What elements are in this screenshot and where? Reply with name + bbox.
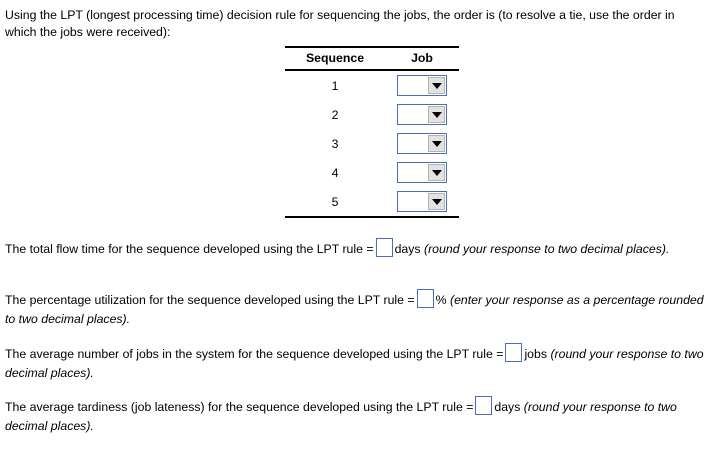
question-unit: days	[494, 400, 521, 414]
question-note: (round your response to two decimal plac…	[423, 242, 670, 256]
question-block-percentage-utilization: The percentage utilization for the seque…	[5, 289, 706, 329]
dropdown-button[interactable]	[428, 193, 445, 210]
job-dropdown-cell	[385, 100, 459, 129]
dropdown-button[interactable]	[428, 106, 445, 123]
job-dropdown-2[interactable]	[397, 104, 447, 125]
table-row: 1	[285, 70, 459, 100]
table-row: 4	[285, 158, 459, 187]
question-block-total-flow-time: The total flow time for the sequence dev…	[5, 238, 706, 259]
table-body: 1 2	[285, 70, 459, 218]
column-header-job: Job	[385, 46, 459, 71]
question-unit: jobs	[524, 347, 548, 361]
sequence-number-cell: 5	[285, 187, 385, 218]
sequence-number-cell: 2	[331, 107, 339, 122]
dropdown-button[interactable]	[428, 135, 445, 152]
chevron-down-icon	[431, 140, 442, 147]
chevron-down-icon	[431, 169, 442, 176]
job-dropdown-5[interactable]	[397, 191, 447, 212]
question-block-average-jobs: The average number of jobs in the system…	[5, 343, 706, 383]
job-dropdown-3[interactable]	[397, 133, 447, 154]
chevron-down-icon	[431, 82, 442, 89]
question-note: (enter your response as a percentage rou…	[5, 293, 704, 326]
question-unit: days	[394, 242, 421, 256]
question-note: (round your response to two decimal plac…	[5, 400, 677, 433]
table-row: 3	[285, 129, 459, 158]
job-dropdown-1[interactable]	[397, 75, 447, 96]
sequence-table-container: Sequence Job 1 2	[285, 46, 459, 218]
question-prompt: The average number of jobs in the system…	[5, 347, 504, 361]
job-dropdown-4[interactable]	[397, 162, 447, 183]
answer-input-total-flow-time[interactable]	[375, 238, 393, 257]
question-unit: %	[435, 293, 447, 307]
job-dropdown-cell	[385, 158, 459, 187]
question-note: (round your response to two decimal plac…	[5, 347, 704, 380]
sequence-number-cell: 1	[331, 78, 339, 93]
question-prompt: The average tardiness (job lateness) for…	[5, 400, 474, 414]
sequence-job-table: Sequence Job 1 2	[285, 46, 459, 218]
answer-input-average-tardiness[interactable]	[475, 396, 493, 415]
question-prompt: The total flow time for the sequence dev…	[5, 242, 374, 256]
column-header-sequence: Sequence	[285, 46, 385, 71]
table-header-row: Sequence Job	[285, 46, 459, 71]
chevron-down-icon	[431, 198, 442, 205]
job-dropdown-cell	[385, 187, 459, 218]
answer-input-percentage-utilization[interactable]	[416, 289, 434, 308]
dropdown-button[interactable]	[428, 164, 445, 181]
answer-input-average-jobs[interactable]	[505, 343, 523, 362]
sequence-number-cell: 3	[331, 136, 339, 151]
question-prompt: The percentage utilization for the seque…	[5, 293, 415, 307]
job-dropdown-cell	[385, 129, 459, 158]
question-block-average-tardiness: The average tardiness (job lateness) for…	[5, 396, 706, 436]
table-row: 2	[285, 100, 459, 129]
chevron-down-icon	[431, 111, 442, 118]
intro-paragraph: Using the LPT (longest processing time) …	[5, 8, 675, 39]
dropdown-button[interactable]	[428, 77, 445, 94]
table-row: 5	[285, 187, 459, 218]
job-dropdown-cell	[385, 70, 459, 100]
table-header: Sequence Job	[285, 46, 459, 71]
sequence-number-cell: 4	[331, 165, 339, 180]
